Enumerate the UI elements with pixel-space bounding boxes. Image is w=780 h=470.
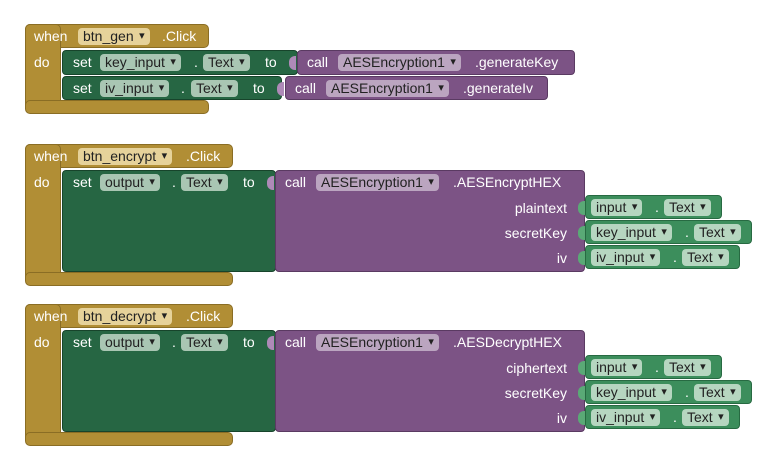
dot-label: .: [673, 249, 677, 265]
arg-label-iv: iv: [556, 250, 567, 266]
text-prop-dropdown[interactable]: Text: [203, 54, 250, 71]
key-input-dropdown[interactable]: key_input: [591, 224, 672, 241]
set-label: set: [73, 334, 92, 350]
text-prop-dropdown[interactable]: Text: [191, 80, 238, 97]
dot-label: .: [172, 174, 176, 190]
socket-icon: [267, 336, 274, 350]
aes-component-dropdown[interactable]: AESEncryption1: [338, 54, 461, 71]
call-label: call: [285, 334, 307, 350]
set-block-output-encrypt[interactable]: [62, 170, 276, 272]
call-label: call: [307, 54, 329, 70]
key-input-dropdown[interactable]: key_input: [100, 54, 181, 71]
socket-icon: [289, 56, 296, 70]
output-dropdown[interactable]: output: [100, 174, 160, 191]
aes-component-dropdown[interactable]: AESEncryption1: [316, 334, 439, 351]
to-label: to: [243, 334, 255, 350]
dot-label: .: [685, 384, 689, 400]
dot-label: .: [673, 409, 677, 425]
text-prop-dropdown[interactable]: Text: [181, 334, 228, 351]
key-input-dropdown[interactable]: key_input: [591, 384, 672, 401]
text-prop-dropdown[interactable]: Text: [664, 199, 711, 216]
when-label: when: [34, 308, 68, 324]
event-block-btn-decrypt-spine: [25, 304, 61, 444]
event-block-btn-encrypt-footer: [25, 272, 233, 286]
socket-icon: [578, 386, 585, 400]
socket-icon: [578, 411, 585, 425]
set-label: set: [73, 174, 92, 190]
arg-label-iv: iv: [556, 410, 567, 426]
call-label: call: [295, 80, 317, 96]
socket-icon: [578, 226, 585, 240]
dot-label: .: [655, 359, 659, 375]
click-label: .Click: [186, 308, 221, 324]
output-dropdown[interactable]: output: [100, 334, 160, 351]
socket-icon: [267, 176, 274, 190]
aes-component-dropdown[interactable]: AESEncryption1: [326, 80, 449, 97]
btn-decrypt-dropdown[interactable]: btn_decrypt: [78, 308, 173, 325]
dot-label: .: [655, 199, 659, 215]
event-block-btn-gen-footer: [25, 100, 209, 114]
text-prop-dropdown[interactable]: Text: [694, 224, 741, 241]
set-label: set: [73, 80, 92, 96]
call-label: call: [285, 174, 307, 190]
method-aes-encrypt-hex: .AESEncryptHEX: [453, 174, 562, 190]
method-generate-key: .generateKey: [475, 54, 559, 70]
set-block-output-decrypt[interactable]: [62, 330, 276, 432]
socket-icon: [578, 361, 585, 375]
set-block-iv-input[interactable]: [62, 76, 282, 100]
arg-label-plaintext: plaintext: [514, 200, 567, 216]
arg-label-secretkey: secretKey: [504, 225, 567, 241]
do-label: do: [34, 174, 50, 190]
aes-component-dropdown[interactable]: AESEncryption1: [316, 174, 439, 191]
btn-gen-dropdown[interactable]: btn_gen: [78, 28, 150, 45]
socket-icon: [578, 201, 585, 215]
input-dropdown[interactable]: input: [591, 359, 643, 376]
when-label: when: [34, 148, 68, 164]
dot-label: .: [181, 80, 185, 96]
text-prop-dropdown[interactable]: Text: [682, 409, 729, 426]
when-label: when: [34, 28, 68, 44]
method-aes-decrypt-hex: .AESDecryptHEX: [453, 334, 562, 350]
click-label: .Click: [162, 28, 197, 44]
event-block-btn-encrypt-spine: [25, 144, 61, 284]
arg-label-ciphertext: ciphertext: [506, 360, 567, 376]
iv-input-dropdown[interactable]: iv_input: [591, 409, 661, 426]
dot-label: .: [172, 334, 176, 350]
text-prop-dropdown[interactable]: Text: [181, 174, 228, 191]
input-dropdown[interactable]: input: [591, 199, 643, 216]
socket-icon: [277, 82, 284, 96]
arg-label-secretkey: secretKey: [504, 385, 567, 401]
iv-input-dropdown[interactable]: iv_input: [100, 80, 170, 97]
to-label: to: [253, 80, 265, 96]
text-prop-dropdown[interactable]: Text: [664, 359, 711, 376]
socket-icon: [578, 251, 585, 265]
event-block-btn-decrypt-footer: [25, 432, 233, 446]
dot-label: .: [685, 224, 689, 240]
click-label: .Click: [186, 148, 221, 164]
to-label: to: [243, 174, 255, 190]
do-label: do: [34, 334, 50, 350]
to-label: to: [265, 54, 277, 70]
set-label: set: [73, 54, 92, 70]
btn-encrypt-dropdown[interactable]: btn_encrypt: [78, 148, 173, 165]
text-prop-dropdown[interactable]: Text: [682, 249, 729, 266]
event-block-btn-gen-spine: [25, 24, 61, 112]
iv-input-dropdown[interactable]: iv_input: [591, 249, 661, 266]
text-prop-dropdown[interactable]: Text: [694, 384, 741, 401]
method-generate-iv: .generateIv: [463, 80, 534, 96]
do-label: do: [34, 54, 50, 70]
dot-label: .: [194, 54, 198, 70]
